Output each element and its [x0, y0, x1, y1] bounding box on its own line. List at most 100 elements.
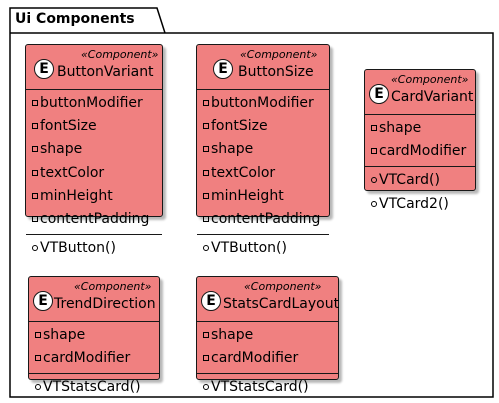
attribute-row: fontSize [197, 115, 329, 138]
operation-name: VTStatsCard() [43, 379, 141, 396]
entity-header: E «Component» ButtonVariant [26, 45, 162, 89]
attribute-section: shape cardModifier [29, 321, 159, 373]
attribute-name: fontSize [40, 118, 97, 135]
entity-buttonvariant[interactable]: E «Component» ButtonVariant buttonModifi… [25, 44, 163, 256]
attribute-name: minHeight [40, 187, 113, 204]
operation-section: VTStatsCard() [29, 373, 159, 402]
entity-header: E «Component» TrendDirection [29, 277, 159, 321]
private-visibility-icon [32, 123, 38, 130]
attribute-name: fontSize [211, 118, 268, 135]
attribute-name: shape [211, 141, 254, 158]
private-visibility-icon [203, 215, 209, 222]
private-visibility-icon [32, 100, 38, 106]
operation-row: VTStatsCard() [197, 376, 338, 399]
entity-e-icon: E [213, 59, 233, 79]
attribute-name: contentPadding [211, 210, 321, 227]
operation-name: VTCard2() [379, 195, 449, 212]
entity-e-icon: E [369, 84, 389, 104]
entity-name: ButtonSize [238, 64, 314, 80]
attribute-name: shape [211, 327, 254, 343]
private-visibility-icon [203, 146, 209, 153]
attribute-name: cardModifier [211, 350, 299, 367]
attribute-row: buttonModifier [26, 92, 162, 115]
attribute-name: textColor [40, 164, 105, 181]
stereotype-label: «Component» [244, 280, 322, 293]
stereotype-label: «Component» [81, 48, 159, 61]
entity-e-icon: E [34, 59, 54, 79]
operation-row: VTStatsCard() [29, 376, 159, 399]
attribute-name: shape [43, 327, 86, 343]
entity-statscardlayout[interactable]: E «Component» StatsCardLayout shape card… [196, 276, 340, 395]
public-visibility-icon [203, 384, 209, 391]
private-visibility-icon [203, 169, 209, 176]
operation-section: VTButton() [26, 234, 162, 263]
attribute-row: shape [365, 117, 475, 140]
private-visibility-icon [203, 123, 209, 130]
private-visibility-icon [371, 148, 377, 155]
operation-row: VTCard2() [365, 193, 475, 216]
entity-name: CardVariant [391, 89, 474, 105]
operation-name: VTButton() [211, 240, 287, 257]
attribute-name: buttonModifier [211, 95, 314, 111]
stereotype-label: «Component» [391, 73, 469, 86]
attribute-name: minHeight [211, 187, 284, 204]
attribute-row: shape [26, 138, 162, 161]
entity-name: TrendDirection [54, 296, 156, 312]
private-visibility-icon [32, 169, 38, 176]
attribute-row: contentPadding [197, 208, 329, 231]
operation-name: VTStatsCard() [211, 379, 309, 396]
entity-name: ButtonVariant [57, 64, 154, 80]
stereotype-label: «Component» [240, 48, 318, 61]
stereotype-label: «Component» [74, 280, 152, 293]
private-visibility-icon [35, 355, 41, 362]
attribute-name: cardModifier [379, 143, 467, 160]
private-visibility-icon [32, 192, 38, 199]
operation-section: VTButton() [197, 234, 329, 263]
entity-buttonsize[interactable]: E «Component» ButtonSize buttonModifier … [196, 44, 330, 256]
entity-header: E «Component» StatsCardLayout [197, 277, 340, 321]
private-visibility-icon [32, 215, 38, 222]
public-visibility-icon [371, 177, 377, 184]
operation-name: VTCard() [379, 172, 440, 189]
attribute-row: cardModifier [365, 140, 475, 163]
attribute-section: shape cardModifier [365, 114, 475, 166]
attribute-name: cardModifier [43, 350, 131, 367]
attribute-name: buttonModifier [40, 95, 143, 111]
attribute-name: contentPadding [40, 210, 150, 227]
attribute-section: buttonModifier fontSize shape textColor … [197, 89, 329, 234]
attribute-row: shape [29, 324, 159, 347]
private-visibility-icon [32, 146, 38, 153]
attribute-row: minHeight [197, 185, 329, 208]
attribute-row: shape [197, 324, 338, 347]
private-visibility-icon [35, 332, 41, 338]
operation-row: VTButton() [26, 237, 162, 260]
entity-name: StatsCardLayout [223, 296, 340, 312]
operation-name: VTButton() [40, 240, 116, 257]
entity-trenddirection[interactable]: E «Component» TrendDirection shape cardM… [28, 276, 160, 395]
public-visibility-icon [203, 245, 209, 252]
entity-e-icon: E [33, 291, 53, 311]
public-visibility-icon [32, 245, 38, 252]
private-visibility-icon [203, 355, 209, 362]
public-visibility-icon [371, 200, 377, 207]
operation-section: VTStatsCard() [197, 373, 338, 402]
attribute-row: cardModifier [197, 347, 338, 370]
attribute-name: textColor [211, 164, 276, 181]
attribute-name: shape [379, 120, 422, 136]
attribute-row: textColor [197, 162, 329, 185]
attribute-row: buttonModifier [197, 92, 329, 115]
attribute-row: textColor [26, 162, 162, 185]
entity-header: E «Component» ButtonSize [197, 45, 329, 89]
attribute-row: cardModifier [29, 347, 159, 370]
entity-cardvariant[interactable]: E «Component» CardVariant shape cardModi… [364, 69, 476, 212]
attribute-section: shape cardModifier [197, 321, 338, 373]
operation-section: VTCard() VTCard2() [365, 166, 475, 218]
private-visibility-icon [203, 192, 209, 199]
attribute-row: contentPadding [26, 208, 162, 231]
private-visibility-icon [203, 332, 209, 338]
entity-e-icon: E [201, 291, 221, 311]
operation-row: VTCard() [365, 169, 475, 192]
attribute-name: shape [40, 141, 83, 158]
